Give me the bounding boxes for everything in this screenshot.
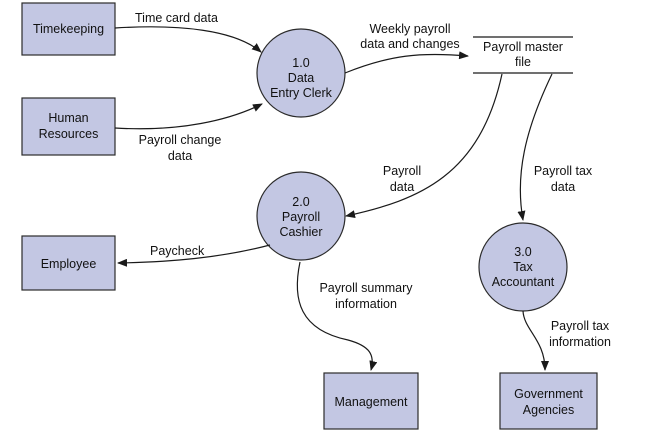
process-3-number: 3.0 xyxy=(514,245,531,259)
process-2-payroll-cashier: 2.0 Payroll Cashier xyxy=(256,171,346,261)
process-1-data-entry-clerk: 1.0 Data Entry Clerk xyxy=(256,28,346,118)
flow-payroll-change-label-line1: Payroll change xyxy=(139,133,222,147)
entity-government-agencies-label-line1: Government xyxy=(514,387,583,401)
flow-payroll-data-label-line1: Payroll xyxy=(383,164,421,178)
data-store-payroll-master-file: Payroll master file xyxy=(473,36,573,74)
process-2-number: 2.0 xyxy=(292,195,309,209)
entity-management: Management xyxy=(323,372,419,430)
flow-payroll-data: Payroll data xyxy=(345,73,503,219)
flow-payroll-tax-data-label-line1: Payroll tax xyxy=(534,164,593,178)
flow-time-card-data: Time card data xyxy=(114,11,262,53)
entity-employee-label: Employee xyxy=(41,257,97,271)
entity-timekeeping: Timekeeping xyxy=(21,2,116,56)
process-3-name-line2: Accountant xyxy=(492,275,555,289)
process-2-name-line1: Payroll xyxy=(282,210,320,224)
flow-paycheck-label: Paycheck xyxy=(150,244,205,258)
flow-payroll-data-label-line2: data xyxy=(390,180,414,194)
flow-payroll-tax-info-label-line1: Payroll tax xyxy=(551,319,610,333)
flow-weekly-payroll: Weekly payroll data and changes xyxy=(344,22,469,74)
flow-payroll-change-label-line2: data xyxy=(168,149,192,163)
process-3-tax-accountant: 3.0 Tax Accountant xyxy=(478,222,568,312)
flow-payroll-change-data: Payroll change data xyxy=(114,103,263,163)
flow-payroll-tax-data-label-line2: data xyxy=(551,180,575,194)
data-store-label-line1: Payroll master xyxy=(483,40,563,54)
entity-management-label: Management xyxy=(335,395,408,409)
process-2-name-line2: Cashier xyxy=(279,225,322,239)
entity-human-resources-label-line2: Resources xyxy=(39,127,99,141)
entity-government-agencies: Government Agencies xyxy=(499,372,598,430)
process-3-name-line1: Tax xyxy=(513,260,533,274)
flow-payroll-summary: Payroll summary information xyxy=(296,261,413,371)
flow-time-card-label: Time card data xyxy=(135,11,218,25)
data-store-label-line2: file xyxy=(515,55,531,69)
flow-weekly-payroll-label-line2: data and changes xyxy=(360,37,459,51)
entity-human-resources-label-line1: Human xyxy=(48,111,88,125)
flow-weekly-payroll-label-line1: Weekly payroll xyxy=(369,22,450,36)
flow-paycheck: Paycheck xyxy=(117,244,271,267)
process-1-number: 1.0 xyxy=(292,56,309,70)
flow-payroll-summary-label-line1: Payroll summary xyxy=(319,281,413,295)
entity-timekeeping-label: Timekeeping xyxy=(33,22,104,36)
process-1-name-line2: Entry Clerk xyxy=(270,86,333,100)
flow-payroll-tax-data: Payroll tax data xyxy=(517,73,593,221)
flow-payroll-tax-info-label-line2: information xyxy=(549,335,611,349)
flow-payroll-summary-label-line2: information xyxy=(335,297,397,311)
entity-human-resources: Human Resources xyxy=(21,97,116,156)
flow-payroll-tax-information: Payroll tax information xyxy=(522,310,611,371)
entity-employee: Employee xyxy=(21,235,116,291)
entity-government-agencies-label-line2: Agencies xyxy=(523,403,574,417)
process-1-name-line1: Data xyxy=(288,71,314,85)
